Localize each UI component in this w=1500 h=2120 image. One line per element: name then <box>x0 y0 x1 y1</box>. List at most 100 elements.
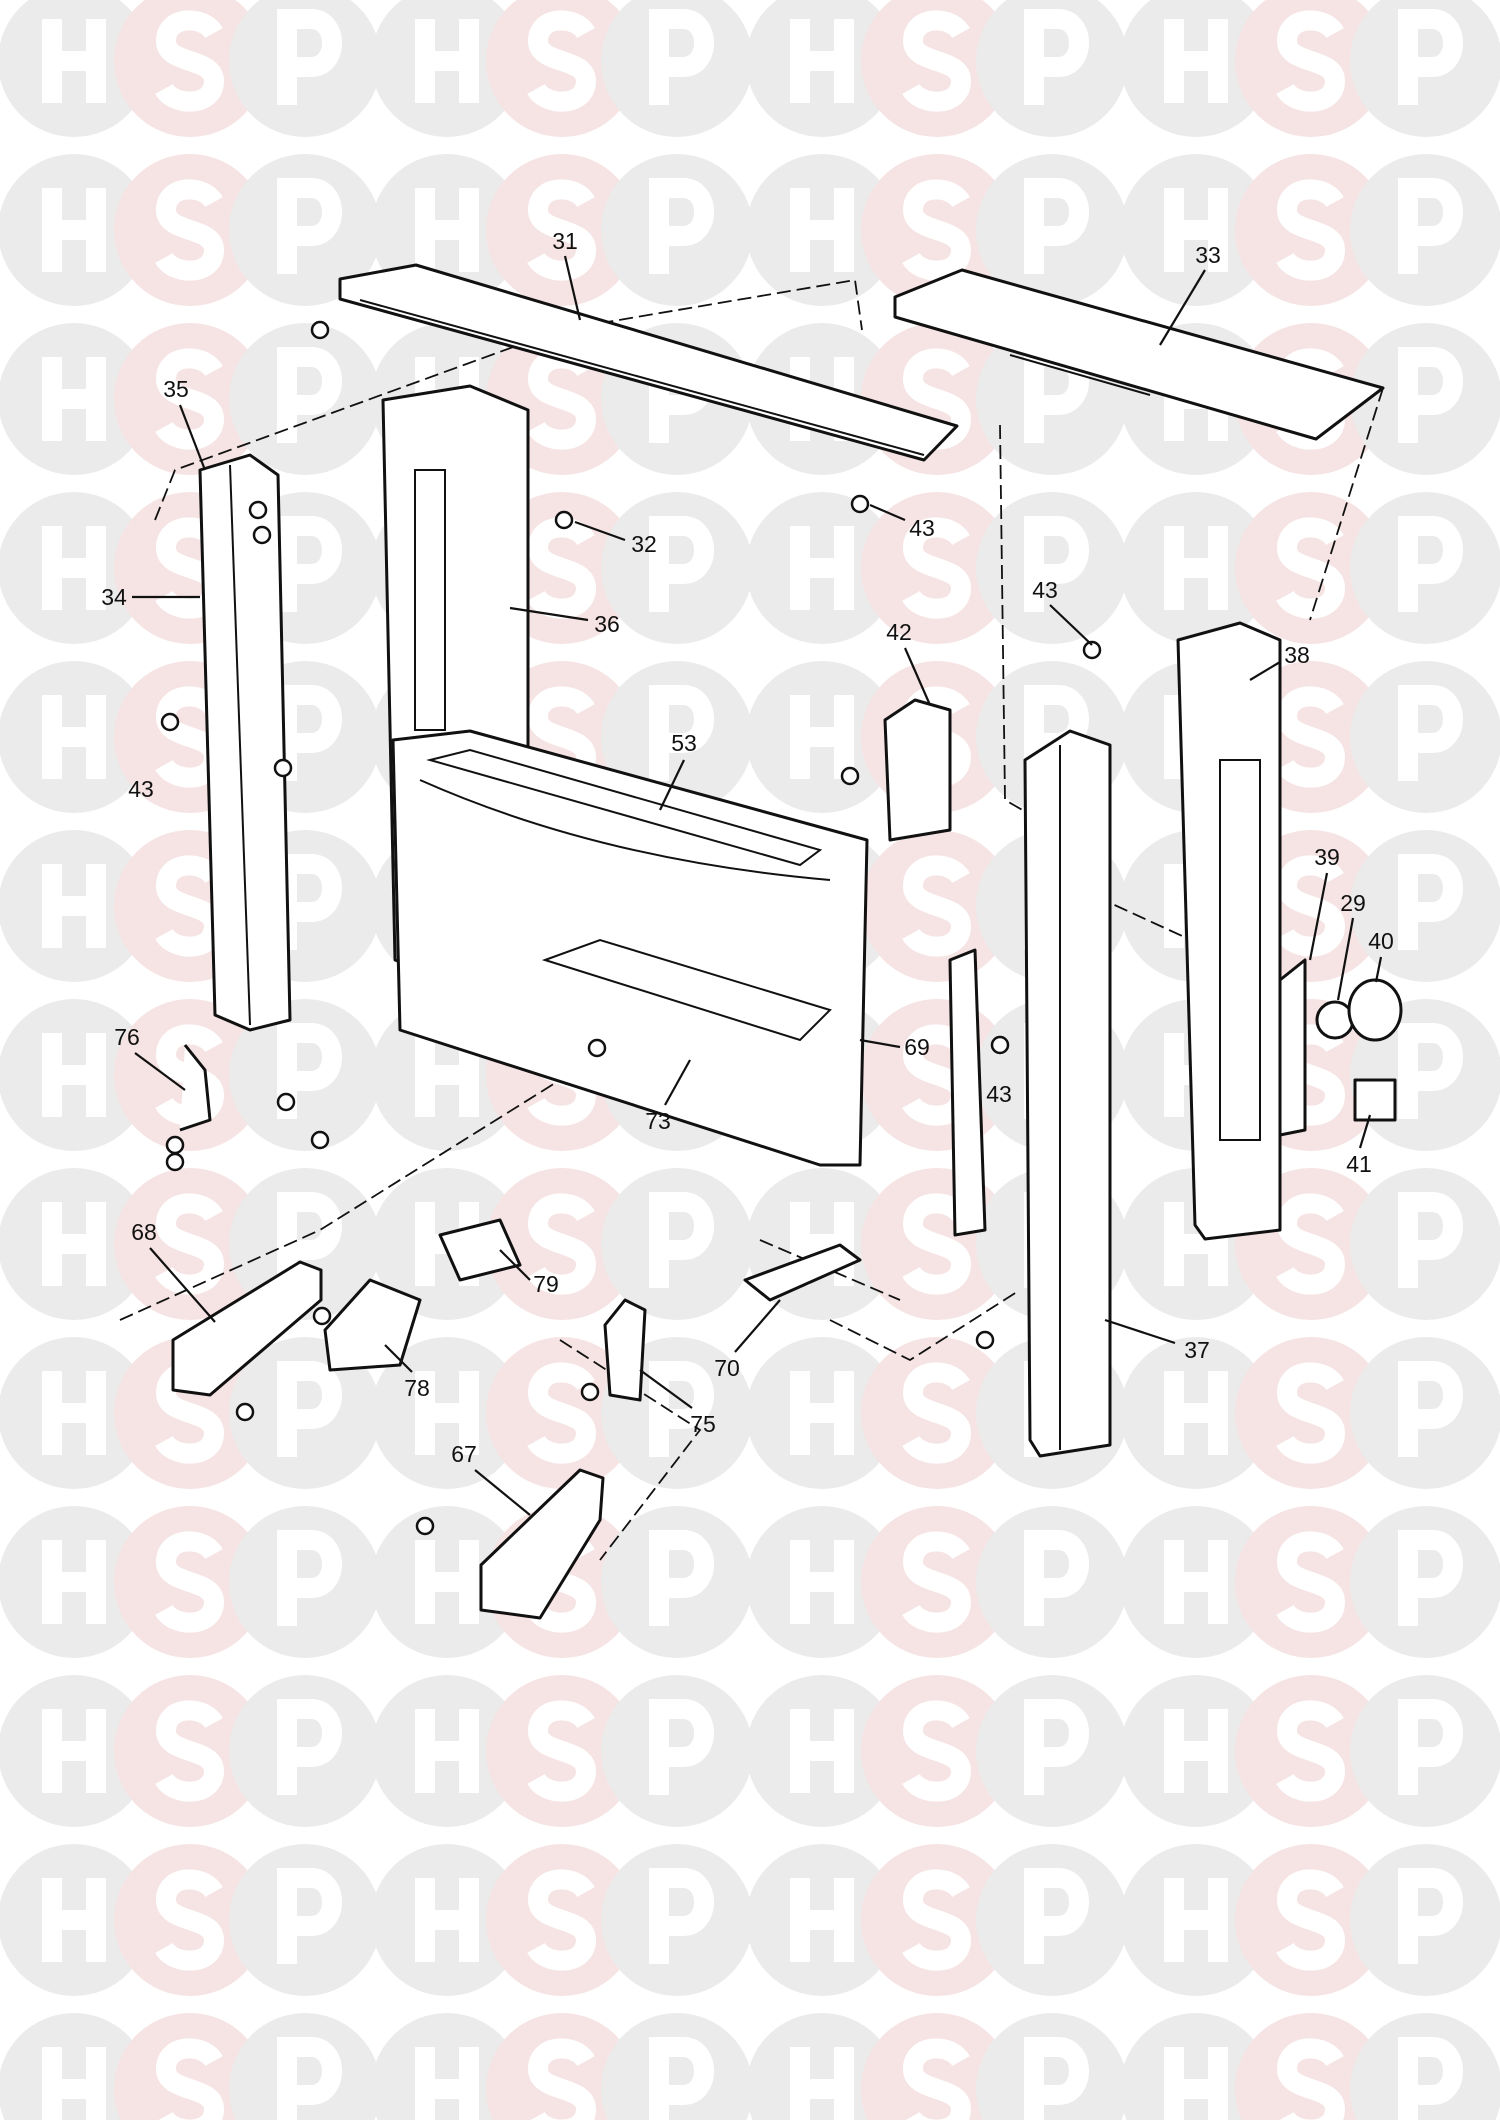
watermark-letter-shape <box>649 1361 714 1457</box>
watermark-letter-shape <box>1398 1192 1463 1288</box>
watermark-letter-shape <box>649 1530 714 1626</box>
callout-label: 76 <box>114 1024 140 1050</box>
watermark-letter-shape <box>1276 1700 1346 1802</box>
leader-lines <box>132 255 1383 1516</box>
watermark-letter-shape <box>790 526 854 610</box>
callout-label: 67 <box>451 1441 477 1467</box>
callout-label: 34 <box>101 584 127 610</box>
watermark-letter-shape <box>1024 9 1089 105</box>
watermark-letter-shape <box>649 516 714 612</box>
watermark-letter-shape <box>42 1202 106 1286</box>
watermark-letter-shape <box>277 685 342 781</box>
watermark-letter-shape <box>415 2047 479 2120</box>
watermark-letter-shape <box>1398 1699 1463 1795</box>
watermark-letter-shape <box>790 2047 854 2120</box>
watermark-letter-shape <box>1276 686 1346 788</box>
watermark-letter-shape <box>1398 854 1463 950</box>
watermark-circle <box>976 2013 1128 2120</box>
watermark-letter-shape <box>1398 9 1463 105</box>
watermark-letter-shape <box>415 188 479 272</box>
part-37-front-column <box>1023 729 1112 1458</box>
watermark-letter-shape <box>415 1878 479 1962</box>
watermark-letter-shape <box>415 1709 479 1793</box>
watermark-letter-shape <box>790 1371 854 1455</box>
callout-label: 70 <box>714 1355 740 1381</box>
callout-label: 69 <box>904 1034 930 1060</box>
watermark-letter-shape <box>1276 1531 1346 1633</box>
watermark-letter-shape <box>155 686 225 788</box>
watermark-letter-shape <box>1276 1193 1346 1295</box>
watermark-letter-shape <box>790 695 854 779</box>
watermark-letter-shape <box>902 2038 972 2120</box>
watermark-letter-shape <box>155 10 225 112</box>
watermark-letter-shape <box>1276 179 1346 281</box>
watermark-letter-shape <box>790 188 854 272</box>
watermark-letter-shape <box>1024 178 1089 274</box>
watermark-circle <box>861 2013 1013 2120</box>
watermark-letter-shape <box>649 178 714 274</box>
part-33-top-panel <box>893 268 1385 441</box>
watermark-letter-shape <box>155 1700 225 1802</box>
watermark-circle <box>0 2013 150 2120</box>
watermark-letter-shape <box>42 1540 106 1624</box>
watermark-letter-shape <box>1398 1361 1463 1457</box>
watermark-letter-shape <box>42 1709 106 1793</box>
watermark-letter-shape <box>155 179 225 281</box>
watermark-letter-shape <box>1398 685 1463 781</box>
watermark-letter-shape <box>649 1699 714 1795</box>
watermark-letter-shape <box>42 1878 106 1962</box>
watermark-letter-shape <box>1398 347 1463 443</box>
watermark-letter-shape <box>649 1192 714 1288</box>
callout-label: 36 <box>594 611 620 637</box>
watermark-letter-shape <box>42 1033 106 1117</box>
watermark-letter-shape <box>1276 10 1346 112</box>
watermark-letter-shape <box>277 1868 342 1964</box>
watermark-circle <box>486 2013 638 2120</box>
watermark-letter-shape <box>527 517 597 619</box>
watermark-letter-shape <box>790 19 854 103</box>
watermark-letter-shape <box>902 1193 972 1295</box>
watermark-letter-shape <box>790 1709 854 1793</box>
watermark-circle <box>601 2013 753 2120</box>
callout-label: 43 <box>909 515 935 541</box>
watermark-letter-shape <box>527 1362 597 1464</box>
callout-label: 79 <box>533 1271 559 1297</box>
watermark-letter-shape <box>1398 1023 1463 1119</box>
callout-label: 32 <box>631 531 657 557</box>
watermark-letter-shape <box>155 1531 225 1633</box>
part-34-side-column <box>198 453 292 1032</box>
watermark-letter-shape <box>1398 516 1463 612</box>
watermark-letter-shape <box>42 864 106 948</box>
watermark-letter-shape <box>527 2038 597 2120</box>
watermark-letter-shape <box>902 1362 972 1464</box>
callout-label: 75 <box>690 1411 716 1437</box>
watermark-letter-shape <box>155 517 225 619</box>
watermark-letter-shape <box>1276 1024 1346 1126</box>
watermark-letter-shape <box>277 2037 342 2120</box>
watermark-circle <box>114 2013 266 2120</box>
watermark-letter-shape <box>1024 1868 1089 1964</box>
watermark-letter-shape <box>42 357 106 441</box>
watermark-letter-shape <box>42 1371 106 1455</box>
part-69-bracket <box>948 948 987 1237</box>
watermark-letter-shape <box>1398 178 1463 274</box>
watermark-letter-shape <box>415 19 479 103</box>
watermark-letter-shape <box>1164 1371 1228 1455</box>
watermark-circle <box>1350 2013 1500 2120</box>
watermark-letter-shape <box>1276 1869 1346 1971</box>
watermark-letter-shape <box>1398 2037 1463 2120</box>
watermark-circle <box>1120 2013 1272 2120</box>
watermark-letter-shape <box>527 179 597 281</box>
watermark-letter-shape <box>527 1193 597 1295</box>
watermark-circle <box>229 2013 381 2120</box>
watermark-circle <box>746 2013 898 2120</box>
part-78-bracket <box>323 1278 422 1372</box>
callout-label: 53 <box>671 730 697 756</box>
watermark-letter-shape <box>277 1023 342 1119</box>
watermark-letter-shape <box>649 1868 714 1964</box>
watermark-letter-shape <box>277 1530 342 1626</box>
watermark-letter-shape <box>1164 1878 1228 1962</box>
watermark-letter-shape <box>42 526 106 610</box>
